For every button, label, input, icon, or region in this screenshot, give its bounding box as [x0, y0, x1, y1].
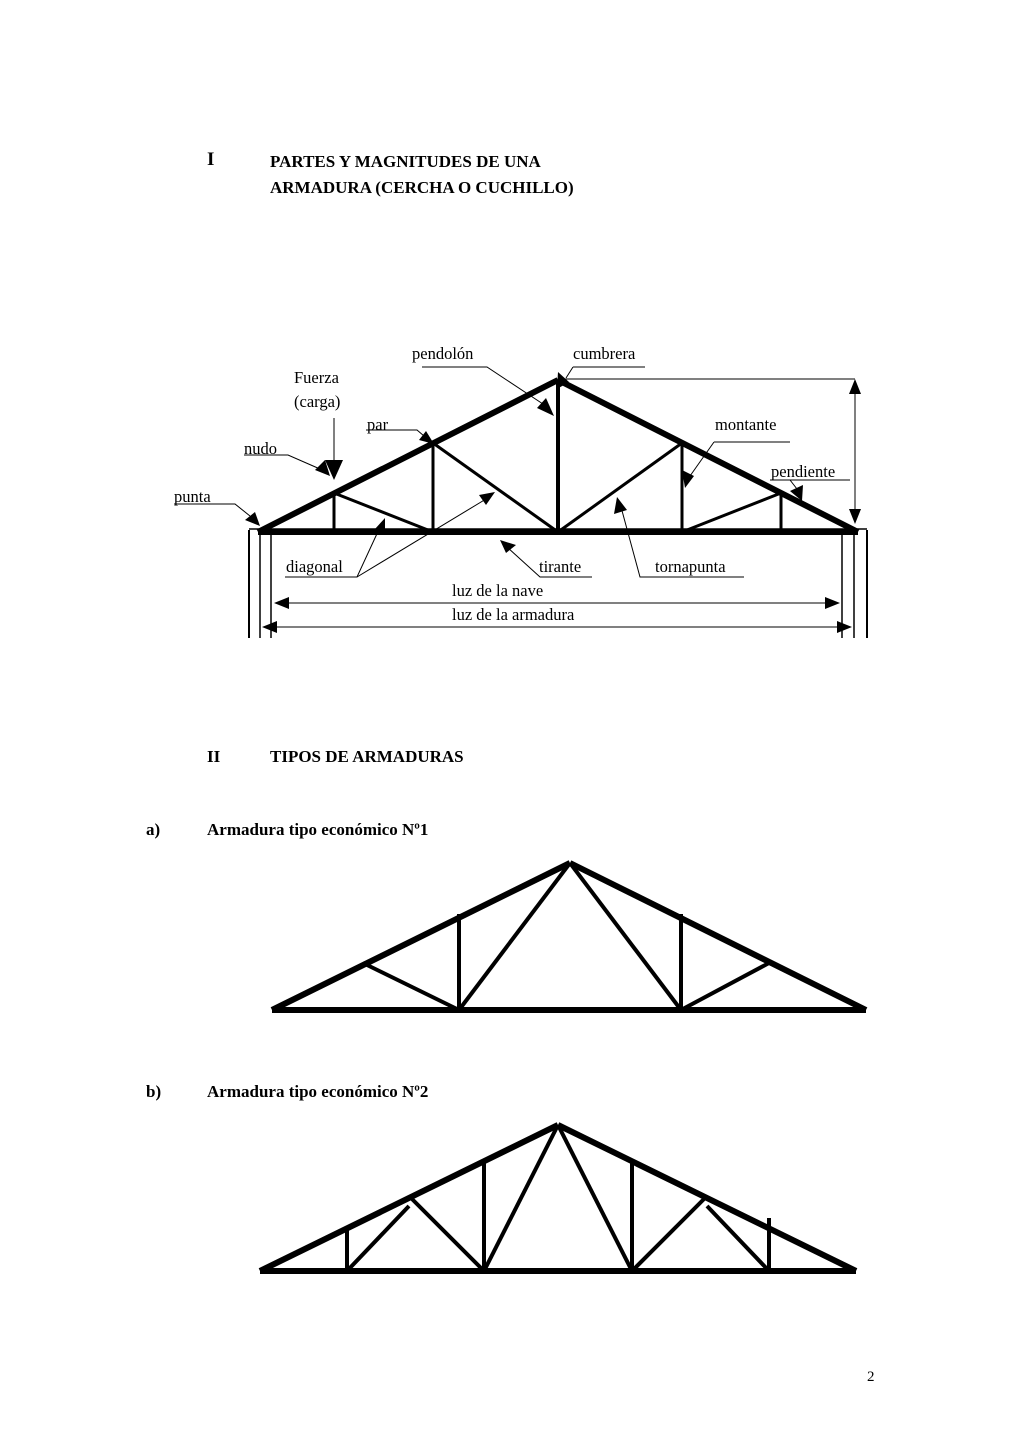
label-diagonal: diagonal	[286, 557, 343, 576]
section2-number: II	[207, 747, 221, 766]
label-montante: montante	[715, 415, 777, 434]
label-fuerza-line2: (carga)	[294, 392, 341, 411]
label-punta: punta	[174, 487, 211, 506]
page-number: 2	[867, 1369, 875, 1385]
label-cumbrera: cumbrera	[573, 344, 636, 363]
item-a-marker: a)	[146, 820, 161, 839]
label-luz-armadura: luz de la armadura	[452, 605, 575, 624]
label-nudo: nudo	[244, 439, 277, 458]
label-par: par	[367, 415, 389, 434]
item-b-title: Armadura tipo económico Nº2	[207, 1082, 429, 1101]
item-b-marker: b)	[146, 1082, 162, 1101]
section1-title-line1: PARTES Y MAGNITUDES DE UNA	[270, 152, 541, 171]
item-a-title: Armadura tipo económico Nº1	[207, 820, 429, 839]
label-fuerza-line1: Fuerza	[294, 368, 339, 387]
label-tornapunta: tornapunta	[655, 557, 726, 576]
section1-title-line2: ARMADURA (CERCHA O CUCHILLO)	[270, 178, 574, 197]
label-luz-nave: luz de la nave	[452, 581, 544, 600]
truss-parts-diagram	[174, 366, 868, 638]
label-pendiente: pendiente	[771, 462, 836, 481]
section2-title: TIPOS DE ARMADURAS	[270, 747, 464, 766]
label-tirante: tirante	[539, 557, 582, 576]
section1-number: I	[207, 149, 215, 170]
label-pendolon: pendolón	[412, 344, 474, 363]
